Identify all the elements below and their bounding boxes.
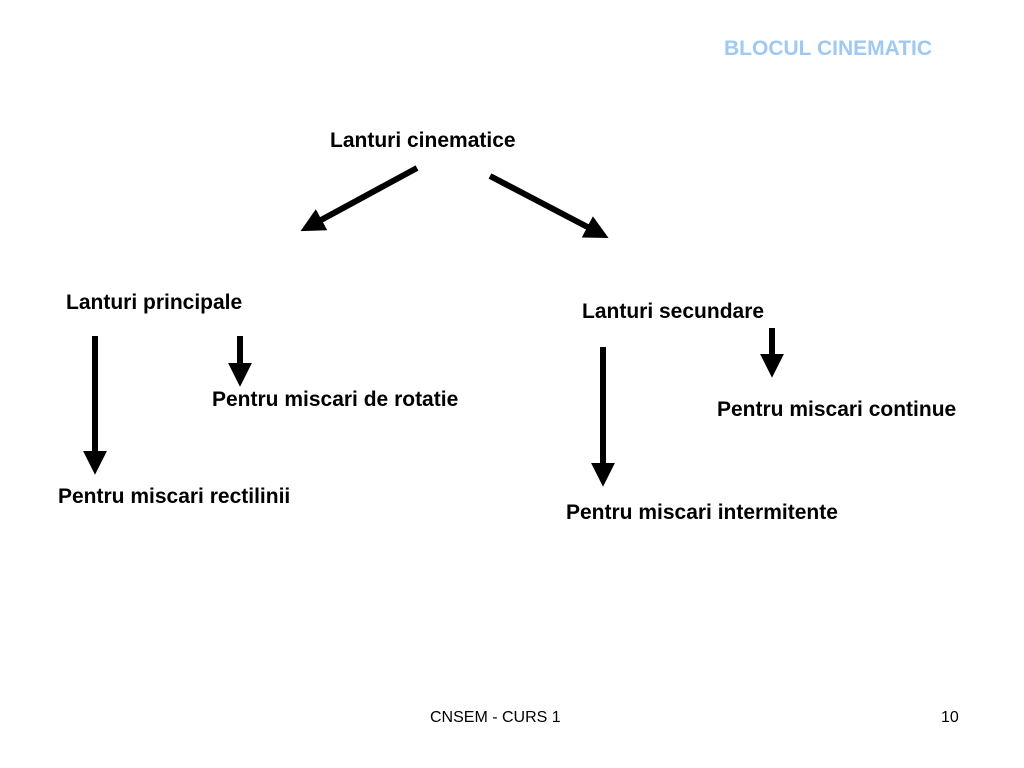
node-miscari-intermitente: Pentru miscari intermitente <box>566 501 838 524</box>
page-number: 10 <box>941 709 959 726</box>
node-miscari-rotatie: Pentru miscari de rotatie <box>212 388 459 411</box>
slide-title: BLOCUL CINEMATIC <box>724 37 933 60</box>
footer-course: CNSEM - CURS 1 <box>430 709 561 726</box>
node-lanturi-cinematice: Lanturi cinematice <box>330 129 516 152</box>
node-lanturi-secundare: Lanturi secundare <box>582 300 765 323</box>
node-miscari-rectilinii: Pentru miscari rectilinii <box>58 485 291 508</box>
node-lanturi-principale: Lanturi principale <box>66 291 243 314</box>
arrow-root-to-main <box>300 165 419 232</box>
arrow-root-to-secondary <box>488 173 609 239</box>
node-miscari-continue: Pentru miscari continue <box>717 398 957 421</box>
